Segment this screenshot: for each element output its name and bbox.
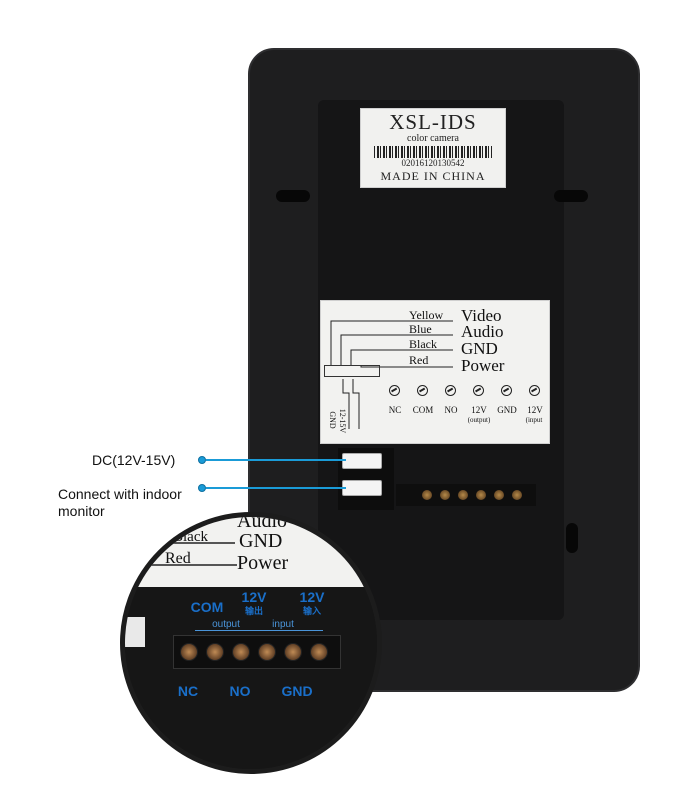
zoom-label-output-cn: 输出 (244, 606, 263, 616)
terminal-screw-icon (476, 490, 486, 500)
signal-video: Video (461, 306, 502, 325)
callout-dot (198, 456, 206, 464)
callout-dot (198, 484, 206, 492)
power-pin-label-gnd: GND (328, 411, 337, 429)
zoom-group-output: output (212, 619, 240, 630)
model-name: XSL-IDS (389, 110, 477, 134)
dc-power-connector (342, 453, 382, 469)
callout-indoor-text-2: monitor (58, 503, 105, 519)
terminal-screw-icon (417, 385, 428, 396)
terminal-label-com: COM (412, 405, 434, 415)
terminal-label-12v-in: 12V (527, 405, 543, 415)
callout-line-dc (206, 459, 346, 461)
terminal-screw-icon (445, 385, 456, 396)
terminal-screw-icon (529, 385, 540, 396)
zoom-wire-red: Red (165, 550, 191, 567)
zoom-group-input: input (272, 619, 294, 630)
mounting-slot-right (554, 190, 588, 202)
terminal-screw-icon (310, 643, 328, 661)
serial-number: 02016120130542 (401, 158, 465, 168)
signal-audio: Audio (461, 322, 504, 341)
terminal-screw-icon (180, 643, 198, 661)
origin-text: MADE IN CHINA (380, 169, 486, 183)
zoom-label-gnd: GND (281, 683, 313, 699)
terminal-note-output: (output) (467, 416, 491, 424)
wire-color-yellow: Yellow (409, 308, 444, 322)
zoom-signal-audio: Audio (237, 512, 287, 532)
terminal-note-input: (input (525, 416, 543, 424)
terminal-screw-icon (389, 385, 400, 396)
connector-outline (324, 365, 380, 377)
terminal-label-no: NO (444, 405, 458, 415)
terminal-label-nc: NC (388, 405, 402, 415)
terminal-screw-icon (440, 490, 450, 500)
terminal-screw-icon (512, 490, 522, 500)
wiring-label: Yellow Blue Black Red Video Audio GND Po… (320, 300, 550, 444)
zoom-label-no: NO (229, 683, 251, 699)
mounting-slot-bottom (566, 523, 578, 553)
zoom-label-12v-out: 12V (241, 589, 267, 605)
terminal-screw-icon (458, 490, 468, 500)
indoor-monitor-connector (342, 480, 382, 496)
zoom-label-nc: NC (177, 683, 199, 699)
zoom-group-divider (195, 630, 323, 631)
terminal-label-gnd: GND (497, 405, 517, 415)
wire-color-red: Red (409, 353, 429, 367)
terminal-screw-icon (258, 643, 276, 661)
terminal-zoom-magnifier: Audio Black GND Red Power COM 12V 输出 12V… (120, 512, 382, 774)
zoom-terminal-strip (173, 635, 341, 669)
product-sticker: XSL-IDS color camera 02016120130542 MADE… (360, 108, 506, 188)
signal-gnd: GND (461, 339, 498, 358)
zoom-label-com: COM (190, 599, 224, 615)
mounting-slot-left (276, 190, 310, 202)
zoom-signal-power: Power (237, 552, 289, 574)
product-type: color camera (407, 133, 459, 144)
power-pin-label-voltage: 12-15V (338, 408, 347, 434)
barcode (374, 146, 492, 158)
callout-indoor-text: Connect with indoor (58, 486, 182, 502)
zoom-wiring-lines (135, 542, 237, 566)
callout-line-indoor (206, 487, 346, 489)
callout-dc-text: DC(12V-15V) (92, 452, 176, 468)
terminal-screw-icon (422, 490, 432, 500)
terminal-screw-icon (494, 490, 504, 500)
wire-color-blue: Blue (409, 322, 432, 336)
terminal-screw-icon (473, 385, 484, 396)
zoom-label-input-cn: 输入 (302, 606, 321, 616)
terminal-label-12v-out: 12V (471, 405, 487, 415)
zoom-label-12v-in: 12V (299, 589, 325, 605)
terminal-screw-icon (284, 643, 302, 661)
terminal-screw-icon (206, 643, 224, 661)
zoom-wire-black: Black (173, 529, 208, 545)
zoom-wiring-label: Audio Black GND Red Power (125, 517, 377, 587)
terminal-screw-icon (232, 643, 250, 661)
zoom-connector (125, 617, 145, 647)
wire-color-black: Black (409, 337, 437, 351)
zoom-panel-background (125, 587, 377, 769)
signal-power: Power (461, 356, 505, 375)
zoom-signal-gnd: GND (239, 530, 283, 552)
terminal-screw-icon (501, 385, 512, 396)
